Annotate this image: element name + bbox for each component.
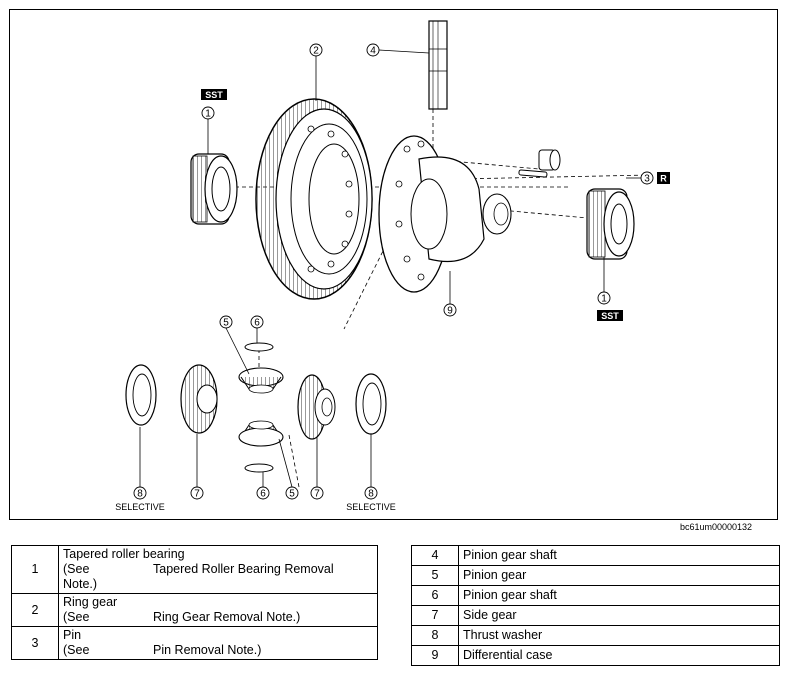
see-label: (See — [63, 643, 90, 657]
callout-7-left: 7 — [190, 486, 204, 500]
part-number: 7 — [411, 605, 459, 626]
removal-note-link[interactable]: Pin Removal Note.) — [153, 643, 262, 657]
table-row: 1 Tapered roller bearing (See Tapered Ro… — [11, 545, 378, 594]
svg-text:1: 1 — [205, 109, 211, 120]
pinion-gear-shaft — [428, 20, 448, 110]
svg-text:6: 6 — [260, 489, 266, 500]
table-row: 6 Pinion gear shaft — [411, 585, 780, 606]
callout-1-right: 1 — [597, 291, 611, 305]
r-badge: R — [657, 172, 670, 184]
svg-text:3: 3 — [644, 174, 650, 185]
pin — [518, 169, 548, 178]
svg-text:6: 6 — [254, 318, 260, 329]
callout-7-right: 7 — [310, 486, 324, 500]
selective-label-left: SELECTIVE — [115, 502, 165, 512]
part-description: Pin (See Pin Removal Note.) — [58, 626, 378, 660]
svg-text:9: 9 — [447, 306, 453, 317]
part-number: 4 — [411, 545, 459, 566]
pinion-gear-bottom — [238, 420, 284, 447]
table-row: 4 Pinion gear shaft — [411, 545, 780, 566]
callout-4: 4 — [366, 43, 380, 57]
svg-text:5: 5 — [289, 489, 295, 500]
part-name: Thrust washer — [458, 625, 780, 646]
svg-text:2: 2 — [313, 46, 319, 57]
callout-3: 3 — [640, 171, 654, 185]
callout-5-bottom: 5 — [285, 486, 299, 500]
part-number: 5 — [411, 565, 459, 586]
table-row: 2 Ring gear (See Ring Gear Removal Note.… — [11, 593, 378, 627]
see-label: (See — [63, 562, 90, 576]
selective-label-right: SELECTIVE — [346, 502, 396, 512]
svg-text:8: 8 — [137, 489, 143, 500]
svg-text:7: 7 — [194, 489, 200, 500]
part-number: 2 — [11, 593, 59, 627]
washer-6-top — [244, 342, 274, 352]
table-row: 7 Side gear — [411, 605, 780, 626]
tapered-bearing-left — [190, 153, 238, 225]
callout-2: 2 — [309, 43, 323, 57]
parts-table-right: 4 Pinion gear shaft 5 Pinion gear 6 Pini… — [411, 545, 780, 666]
differential-case — [378, 135, 512, 293]
callout-8-right: 8 — [364, 486, 378, 500]
part-description: Ring gear (See Ring Gear Removal Note.) — [58, 593, 378, 627]
svg-text:4: 4 — [370, 46, 376, 57]
leader-lines — [139, 49, 641, 488]
figure-reference-code: bc61um00000132 — [680, 522, 753, 532]
removal-note-link[interactable]: Ring Gear Removal Note.) — [153, 610, 301, 624]
part-name: Pinion gear shaft — [458, 585, 780, 606]
parts-table-left: 1 Tapered roller bearing (See Tapered Ro… — [11, 545, 378, 660]
table-row: 9 Differential case — [411, 645, 780, 666]
diagram-frame — [9, 9, 778, 520]
table-row: 8 Thrust washer — [411, 625, 780, 646]
part-name: Side gear — [458, 605, 780, 626]
part-name: Pinion gear — [458, 565, 780, 586]
part-description: Tapered roller bearing (See Tapered Roll… — [58, 545, 378, 594]
removal-note-link[interactable]: Tapered Roller Bearing Removal — [153, 562, 334, 576]
pinion-gear-top — [238, 367, 284, 394]
part-number: 6 — [411, 585, 459, 606]
sst-badge-bottom: SST — [597, 310, 623, 321]
callout-6-top: 6 — [250, 315, 264, 329]
callout-1-left: 1 — [201, 106, 215, 120]
sst-badge-top: SST — [201, 89, 227, 100]
svg-text:5: 5 — [223, 318, 229, 329]
part-number: 9 — [411, 645, 459, 666]
callout-9: 9 — [443, 303, 457, 317]
side-gear-right — [297, 374, 336, 440]
callout-8-left: 8 — [133, 486, 147, 500]
callout-6-bottom: 6 — [256, 486, 270, 500]
part-name: Pin — [63, 628, 82, 642]
thrust-washer-right — [355, 373, 387, 435]
tapered-bearing-right — [586, 188, 635, 260]
svg-text:SST: SST — [601, 311, 619, 321]
svg-text:1: 1 — [601, 294, 607, 305]
part-name: Differential case — [458, 645, 780, 666]
svg-text:8: 8 — [368, 489, 374, 500]
callout-5-top: 5 — [219, 315, 233, 329]
svg-text:R: R — [660, 174, 667, 184]
svg-text:7: 7 — [314, 489, 320, 500]
pin-cap — [538, 149, 561, 171]
svg-text:SST: SST — [205, 90, 223, 100]
part-name: Pinion gear shaft — [458, 545, 780, 566]
thrust-washer-left — [125, 364, 157, 426]
see-label: (See — [63, 610, 90, 624]
part-number: 8 — [411, 625, 459, 646]
ring-gear — [255, 98, 373, 300]
note-continuation: Note.) — [63, 577, 98, 591]
part-number: 1 — [11, 545, 59, 594]
part-number: 3 — [11, 626, 59, 660]
side-gear-left — [180, 364, 218, 434]
part-name: Ring gear — [63, 595, 118, 609]
table-row: 3 Pin (See Pin Removal Note.) — [11, 626, 378, 660]
part-name: Tapered roller bearing — [63, 547, 185, 561]
washer-6-bottom — [244, 463, 274, 473]
table-row: 5 Pinion gear — [411, 565, 780, 586]
exploded-diagram: 1 2 4 3 1 9 5 6 8 7 6 5 — [115, 20, 670, 512]
